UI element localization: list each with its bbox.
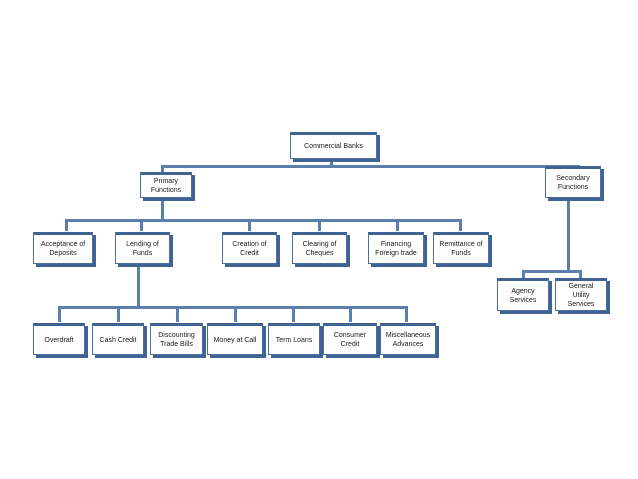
- connector-to-overdraft: [58, 306, 61, 322]
- connector-to-discounting: [176, 306, 179, 322]
- connector-to-remittance: [459, 219, 462, 231]
- node-general-utility-services: General Utility Services: [555, 278, 607, 311]
- node-agency-services: Agency Services: [497, 278, 549, 311]
- connector-to-utility: [579, 270, 582, 278]
- node-label: Creation of Credit: [232, 241, 267, 257]
- node-creation-of-credit: Creation of Credit: [222, 232, 277, 264]
- connector-to-creation: [248, 219, 251, 231]
- connector-to-moneycall: [234, 306, 237, 322]
- node-label: Acceptance of Deposits: [40, 241, 86, 257]
- node-label: Lending of Funds: [126, 241, 159, 257]
- node-primary-functions: Primary Functions: [140, 172, 192, 198]
- node-consumer-credit: Consumer Credit: [323, 323, 377, 355]
- connector-primary-down: [161, 197, 164, 221]
- connector-secondary-down: [567, 198, 570, 272]
- node-label: Financing Foreign trade: [375, 241, 417, 257]
- node-label: Secondary Functions: [556, 175, 590, 191]
- node-financing-foreign-trade: Financing Foreign trade: [368, 232, 424, 264]
- node-label: Money at Call: [213, 336, 257, 344]
- node-miscellaneous-advances: Miscellaneous Advances: [380, 323, 436, 355]
- connector-level1-bar: [161, 165, 580, 168]
- node-label: General Utility Services: [567, 283, 595, 308]
- node-label: Agency Services: [509, 287, 537, 304]
- node-label: Remittance of Funds: [439, 241, 483, 257]
- node-label: Term Loans: [275, 336, 313, 344]
- node-commercial-banks: Commercial Banks: [290, 132, 377, 159]
- node-label: Cash Credit: [99, 336, 137, 344]
- connector-root-down: [330, 159, 333, 167]
- node-label: Clearing of Cheques: [302, 241, 337, 257]
- node-overdraft: Overdraft: [33, 323, 85, 355]
- node-label: Miscellaneous Advances: [385, 332, 431, 348]
- node-label: Commercial Banks: [304, 143, 363, 150]
- node-term-loans: Term Loans: [268, 323, 320, 355]
- connector-to-financing: [396, 219, 399, 231]
- node-discounting-trade-bills: Discounting Trade Bills: [150, 323, 203, 355]
- connector-to-lending: [140, 219, 143, 231]
- node-label: Primary Functions: [150, 178, 182, 194]
- connector-level3-bar: [58, 306, 408, 309]
- node-clearing-of-cheques: Clearing of Cheques: [292, 232, 347, 264]
- node-secondary-functions: Secondary Functions: [545, 166, 601, 198]
- node-remittance-of-funds: Remittance of Funds: [433, 232, 489, 264]
- connector-lending-down: [137, 264, 140, 308]
- node-cash-credit: Cash Credit: [92, 323, 144, 355]
- connector-to-termloans: [292, 306, 295, 322]
- connector-to-cashcredit: [117, 306, 120, 322]
- connector-to-clearing: [318, 219, 321, 231]
- node-label: Consumer Credit: [333, 332, 367, 348]
- connector-to-misc: [405, 306, 408, 322]
- node-label: Discounting Trade Bills: [158, 332, 195, 348]
- node-lending-of-funds: Lending of Funds: [115, 232, 170, 264]
- connector-to-acceptance: [65, 219, 68, 231]
- connector-to-agency: [522, 270, 525, 278]
- connector-to-primary: [161, 165, 164, 175]
- node-label: Overdraft: [44, 336, 74, 344]
- connector-level2-bar: [65, 219, 462, 222]
- connector-to-consumer: [349, 306, 352, 322]
- connector-secondary-bar: [522, 270, 582, 273]
- node-money-at-call: Money at Call: [207, 323, 263, 355]
- node-acceptance-of-deposits: Acceptance of Deposits: [33, 232, 93, 264]
